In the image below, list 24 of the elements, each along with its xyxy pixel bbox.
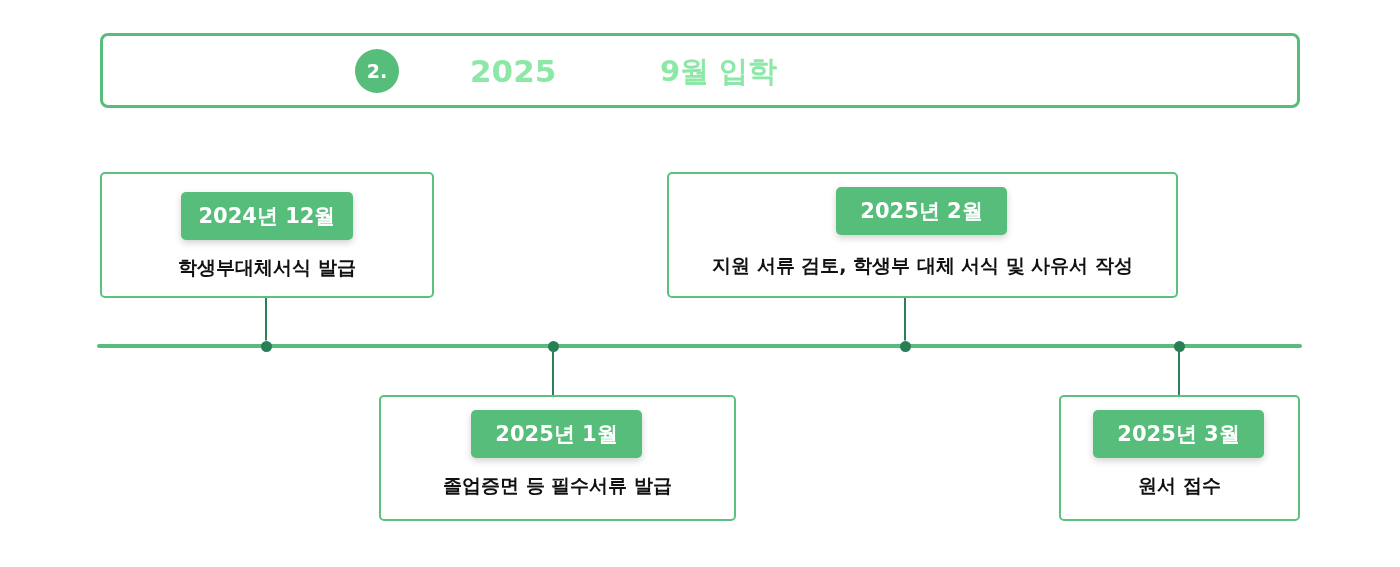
connector-line (265, 297, 267, 342)
event-description: 원서 접수 (1137, 473, 1222, 498)
connector-line (552, 350, 554, 396)
number-badge: 2. (355, 49, 399, 93)
timeline-dot (547, 340, 559, 352)
date-badge: 2025년 1월 (471, 410, 642, 458)
connector-line (904, 297, 906, 342)
event-card (667, 172, 1178, 298)
event-description: 졸업증면 등 필수서류 발급 (442, 473, 673, 498)
timeline-dot (260, 340, 272, 352)
connector-line (1178, 350, 1180, 396)
title-text: 9월 입학 (660, 53, 778, 90)
date-badge: 2025년 3월 (1093, 410, 1264, 458)
title-text: 2025 (470, 52, 557, 91)
event-description: 지원 서류 검토, 학생부 대체 서식 및 사유서 작성 (710, 253, 1135, 278)
event-card (379, 395, 736, 521)
date-badge: 2025년 2월 (836, 187, 1007, 235)
timeline-dot (1173, 340, 1185, 352)
event-card (100, 172, 434, 298)
event-card (1059, 395, 1300, 521)
timeline-dot (899, 340, 911, 352)
title-band (100, 33, 1300, 108)
date-badge: 2024년 12월 (181, 192, 353, 240)
event-description: 학생부대체서식 발급 (177, 255, 357, 280)
